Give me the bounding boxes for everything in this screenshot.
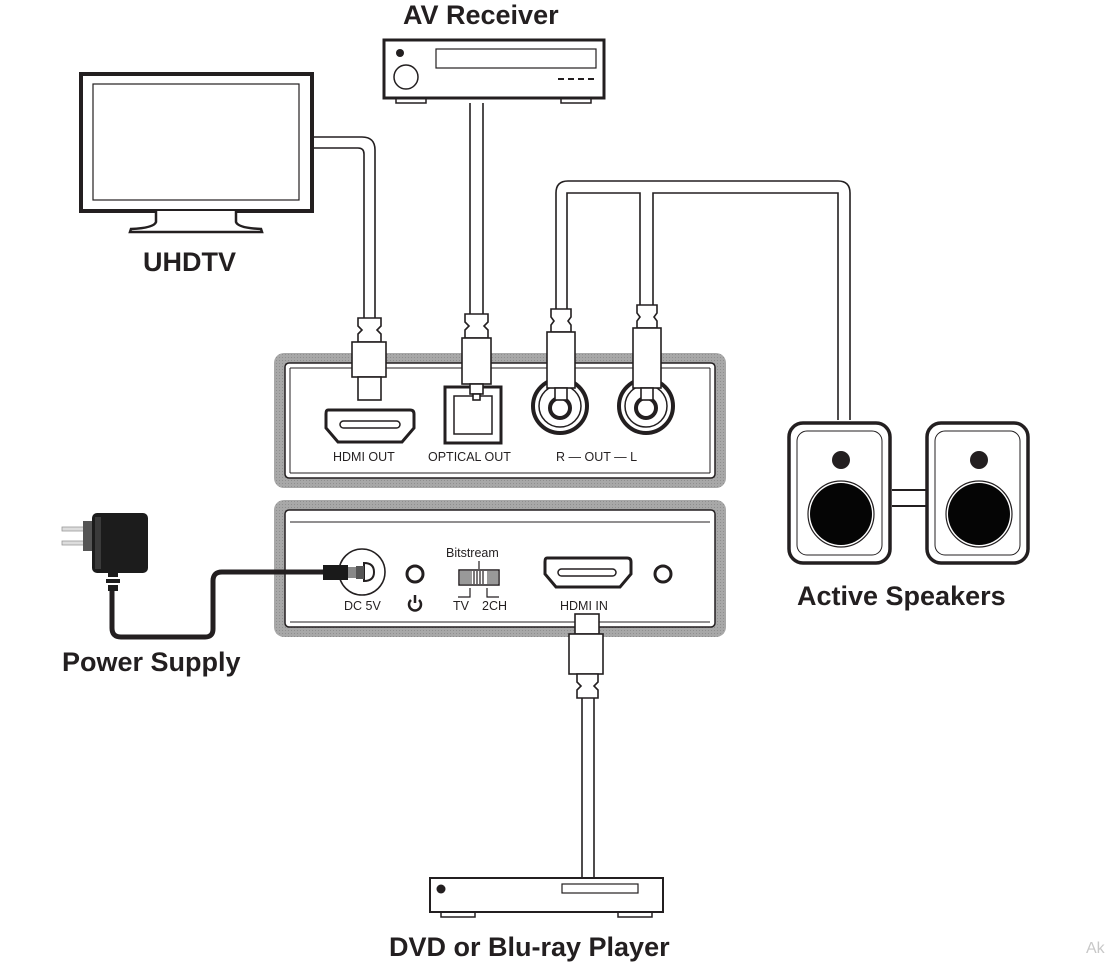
bitstream-label: Bitstream — [446, 546, 499, 560]
watermark: Ak — [1086, 940, 1105, 957]
hdmi-in-cable — [581, 698, 595, 878]
hdmi-out-label: HDMI OUT — [333, 450, 395, 464]
dc-5v-label: DC 5V — [344, 599, 381, 613]
speaker-left-icon — [787, 421, 892, 565]
rca-out-label: R — OUT — L — [556, 450, 638, 464]
player-icon — [429, 877, 664, 918]
optical-plug — [461, 313, 492, 401]
power-adapter-icon — [61, 513, 148, 591]
power-supply-label: Power Supply — [62, 647, 241, 677]
power-cable — [109, 565, 364, 640]
av-receiver-icon — [382, 38, 606, 104]
power-icon — [407, 595, 423, 612]
rca-left-plug — [632, 304, 662, 401]
speaker-link-cable — [892, 489, 927, 507]
status-led — [653, 564, 673, 584]
av-receiver-label: AV Receiver — [403, 0, 559, 30]
hdmi-plug-top — [351, 317, 387, 401]
rca-audio-cables — [555, 180, 851, 420]
hdmi-out-cable — [313, 136, 376, 318]
uhdtv-label: UHDTV — [143, 247, 236, 277]
power-led — [405, 564, 425, 584]
speaker-right-icon — [925, 421, 1030, 565]
hdmi-out-port[interactable] — [324, 408, 416, 444]
hdmi-in-label: HDMI IN — [560, 599, 608, 613]
active-speakers-label: Active Speakers — [797, 581, 1006, 611]
input-panel — [274, 500, 726, 637]
player-label: DVD or Blu-ray Player — [389, 932, 670, 962]
hdmi-in-plug — [568, 613, 604, 699]
optical-out-label: OPTICAL OUT — [428, 450, 511, 464]
optical-cable — [469, 103, 484, 314]
switch-tv-label: TV — [453, 599, 469, 613]
rca-right-plug — [546, 308, 576, 401]
bitstream-switch[interactable] — [458, 561, 500, 598]
tv-icon — [79, 72, 314, 234]
hdmi-in-port[interactable] — [543, 556, 633, 589]
switch-2ch-label: 2CH — [482, 599, 508, 613]
